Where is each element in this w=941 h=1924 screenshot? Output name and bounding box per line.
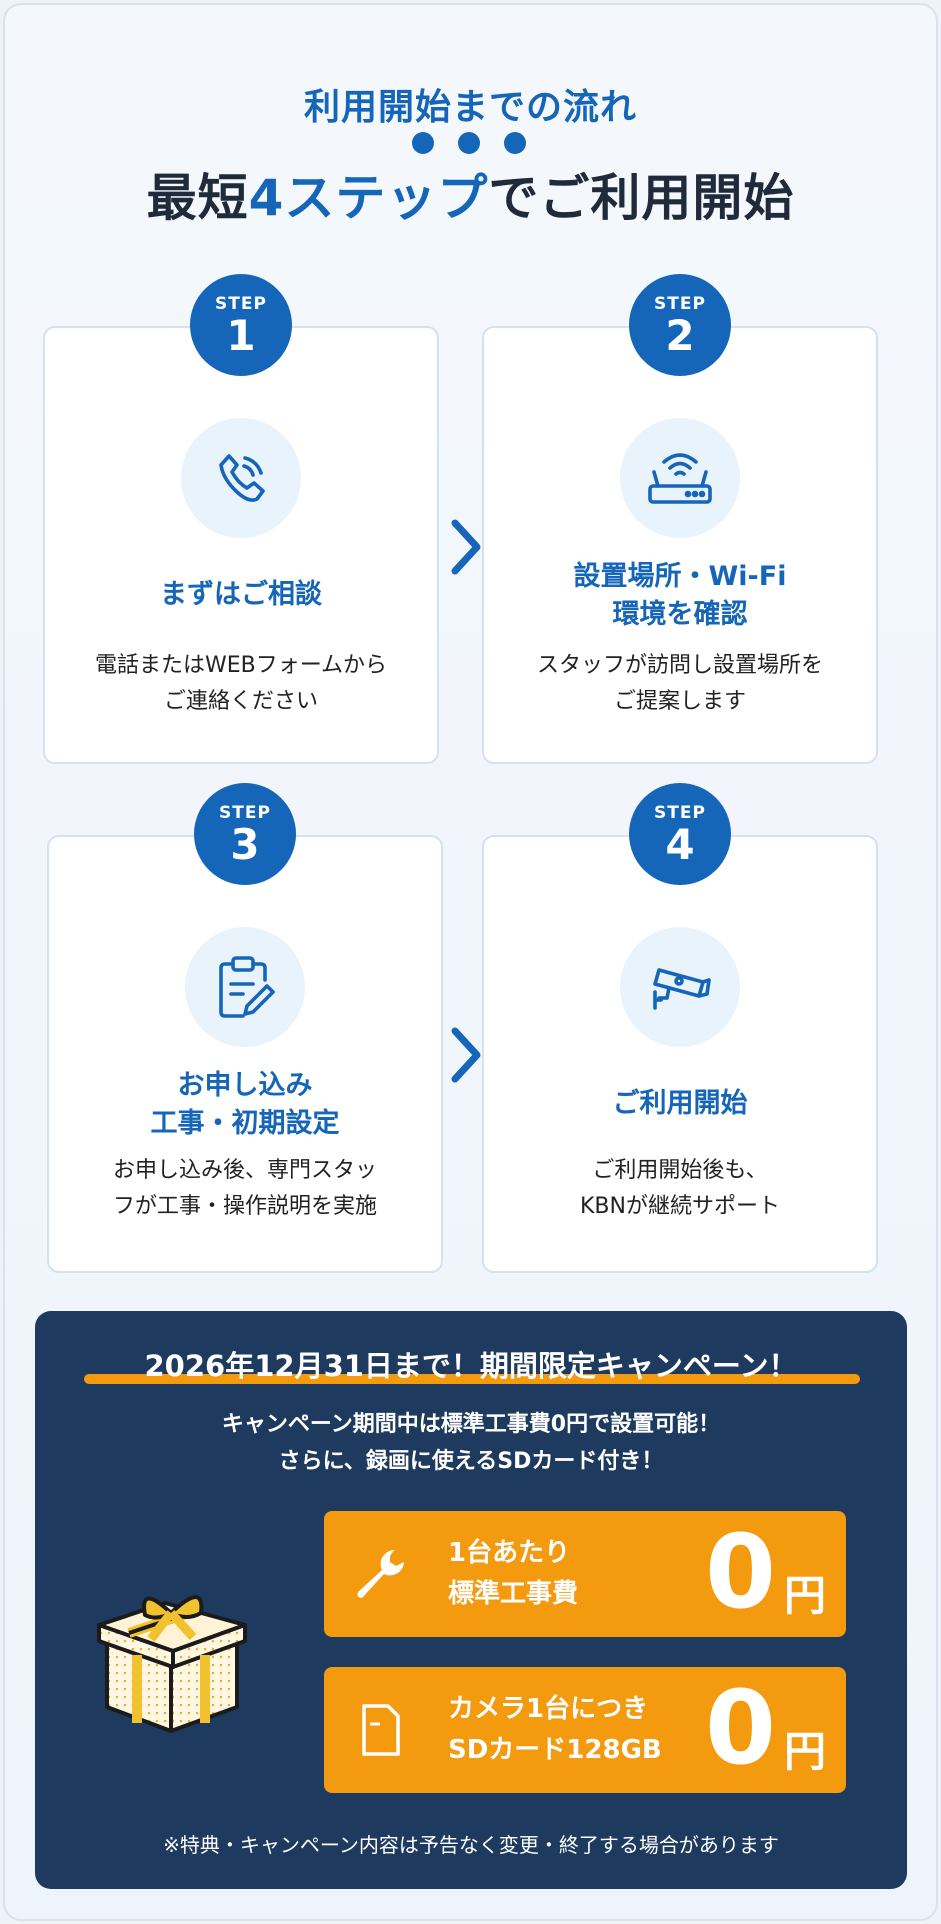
section-subtitle: 利用開始までの流れ — [303, 87, 637, 128]
step-label: STEP — [654, 803, 706, 823]
offer-construction-fee: 1台あたり 標準工事費 0 円 — [324, 1511, 846, 1637]
headline-post: でご利用開始 — [488, 169, 795, 227]
step-card-1: STEP 1 まずはご相談 電話またはWEBフォームから ご連絡ください — [43, 274, 439, 764]
step-description: ご利用開始後も、 KBNが継続サポート — [580, 1158, 780, 1219]
step-card-4: STEP 4 ご利用開始 ご利用開始後も、 KBNが継続サポート — [482, 783, 878, 1273]
wifi-router-icon — [620, 418, 740, 538]
step-label: STEP — [654, 294, 706, 314]
offer-price: 0 — [705, 1513, 776, 1632]
offer-unit: 円 — [783, 1571, 826, 1620]
headline-accent: 4ステップ — [248, 169, 489, 227]
step-badge-1: STEP 1 — [190, 274, 292, 376]
campaign-note: ※特典・キャンペーン内容は予告なく変更・終了する場合があります — [163, 1833, 779, 1857]
offer-price: 0 — [705, 1669, 776, 1788]
offer-unit: 円 — [783, 1727, 826, 1776]
campaign-title: 2026年12月31日まで！期間限定キャンペーン！ — [144, 1349, 798, 1383]
step-number: 2 — [665, 311, 695, 360]
chevron-right-icon — [451, 1027, 481, 1083]
step-title: ご利用開始 — [612, 1088, 748, 1119]
page-title: 最短4ステップでご利用開始 — [0, 158, 941, 230]
step-card-3: STEP 3 お申し込み 工事・初期設定 お申し込み後、専門スタッ フが工事・操… — [47, 783, 443, 1273]
step-number: 1 — [226, 311, 256, 360]
phone-icon — [181, 418, 301, 538]
step-badge-2: STEP 2 — [629, 274, 731, 376]
campaign-panel: 2026年12月31日まで！期間限定キャンペーン！ キャンペーン期間中は標準工事… — [35, 1311, 907, 1889]
step-description: お申し込み後、専門スタッ フが工事・操作説明を実施 — [112, 1158, 377, 1219]
gift-box-icon — [97, 1595, 247, 1733]
step-number: 3 — [230, 820, 260, 869]
offer-label: カメラ1台につき SDカード128GB — [448, 1694, 662, 1765]
step-title: 設置場所・Wi-Fi 環境を確認 — [573, 561, 787, 630]
step-title: お申し込み 工事・初期設定 — [150, 1070, 340, 1139]
campaign-description: キャンペーン期間中は標準工事費0円で設置可能！ さらに、録画に使えるSDカード付… — [221, 1412, 721, 1474]
step-description: 電話またはWEBフォームから ご連絡ください — [94, 653, 388, 714]
sd-card-icon — [362, 1704, 400, 1756]
step-label: STEP — [215, 294, 267, 314]
step-badge-3: STEP 3 — [194, 783, 296, 885]
offer-sd-card: カメラ1台につき SDカード128GB 0 円 — [324, 1667, 846, 1793]
dots-decoration — [412, 132, 532, 154]
headline-pre: 最短 — [146, 169, 249, 227]
step-card-2: STEP 2 設置場所・Wi-Fi 環境を確認 スタッフが訪問し設置場所を ご提… — [482, 274, 878, 764]
offer-label: 1台あたり 標準工事費 — [448, 1538, 579, 1609]
title-underline — [84, 1374, 860, 1384]
step-title: まずはご相談 — [160, 579, 322, 610]
wrench-icon — [357, 1550, 404, 1598]
chevron-right-icon — [451, 519, 481, 575]
step-number: 4 — [665, 820, 695, 869]
security-camera-icon — [620, 927, 740, 1047]
clipboard-edit-icon — [185, 927, 305, 1047]
step-description: スタッフが訪問し設置場所を ご提案します — [536, 653, 823, 714]
step-badge-4: STEP 4 — [629, 783, 731, 885]
step-label: STEP — [219, 803, 271, 823]
